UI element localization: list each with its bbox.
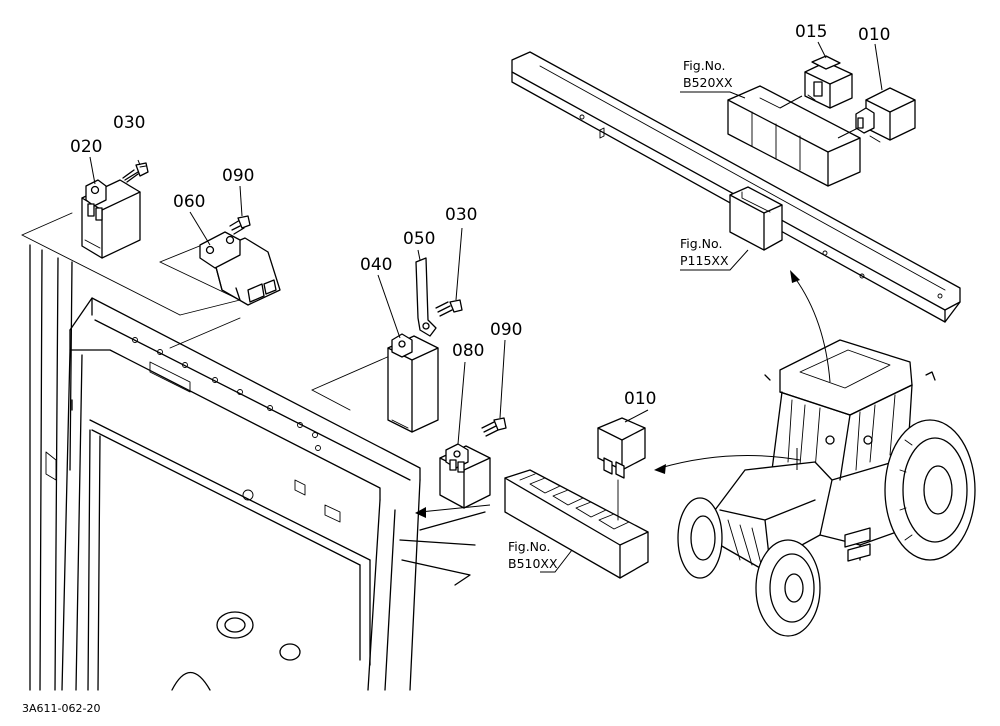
tractor-drawing xyxy=(677,339,976,637)
label-010-top: 010 xyxy=(858,25,890,45)
bracket-050 xyxy=(415,257,437,337)
figref-b520-code: B520XX xyxy=(683,75,733,90)
label-030-top: 030 xyxy=(113,113,145,133)
figref-b520-title: Fig.No. xyxy=(683,58,725,73)
connector-block-b520 xyxy=(727,85,861,187)
label-060: 060 xyxy=(173,192,205,212)
figref-b510-code: B510XX xyxy=(508,556,558,571)
cab-frame-drawing xyxy=(29,244,486,691)
relay-020 xyxy=(81,179,141,259)
label-030-mid: 030 xyxy=(445,205,477,225)
relay-060 xyxy=(199,231,281,306)
figure-references: Fig.No. B520XX Fig.No. P115XX Fig.No. B5… xyxy=(508,58,733,571)
screw-030b xyxy=(435,299,463,317)
label-040: 040 xyxy=(360,255,392,275)
screw-090a xyxy=(229,215,251,235)
assembly-outline xyxy=(21,212,393,411)
figref-p115-title: Fig.No. xyxy=(680,236,722,251)
connector-015 xyxy=(804,55,853,109)
figref-p115-code: P115XX xyxy=(680,253,729,268)
label-leaders xyxy=(89,41,883,573)
label-020: 020 xyxy=(70,137,102,157)
reference-arrows xyxy=(415,270,831,518)
relay-010-center xyxy=(597,417,646,521)
relay-010-top xyxy=(855,87,916,143)
drawing-code: 3A611-062-20 xyxy=(22,702,100,715)
top-frame-rail xyxy=(511,51,961,323)
label-080: 080 xyxy=(452,341,484,361)
relay-080 xyxy=(439,443,491,509)
part-labels: 030 020 090 060 050 030 040 090 080 010 … xyxy=(70,22,890,409)
screw-090b xyxy=(481,417,507,437)
label-050: 050 xyxy=(403,229,435,249)
relay-box-b510 xyxy=(504,469,649,579)
figref-b510-title: Fig.No. xyxy=(508,539,550,554)
label-010-center: 010 xyxy=(624,389,656,409)
connector-leaders xyxy=(779,95,859,139)
flasher-040 xyxy=(387,333,439,433)
label-015: 015 xyxy=(795,22,827,42)
label-090-right: 090 xyxy=(490,320,522,340)
label-090-left: 090 xyxy=(222,166,254,186)
screw-030a xyxy=(122,162,149,183)
